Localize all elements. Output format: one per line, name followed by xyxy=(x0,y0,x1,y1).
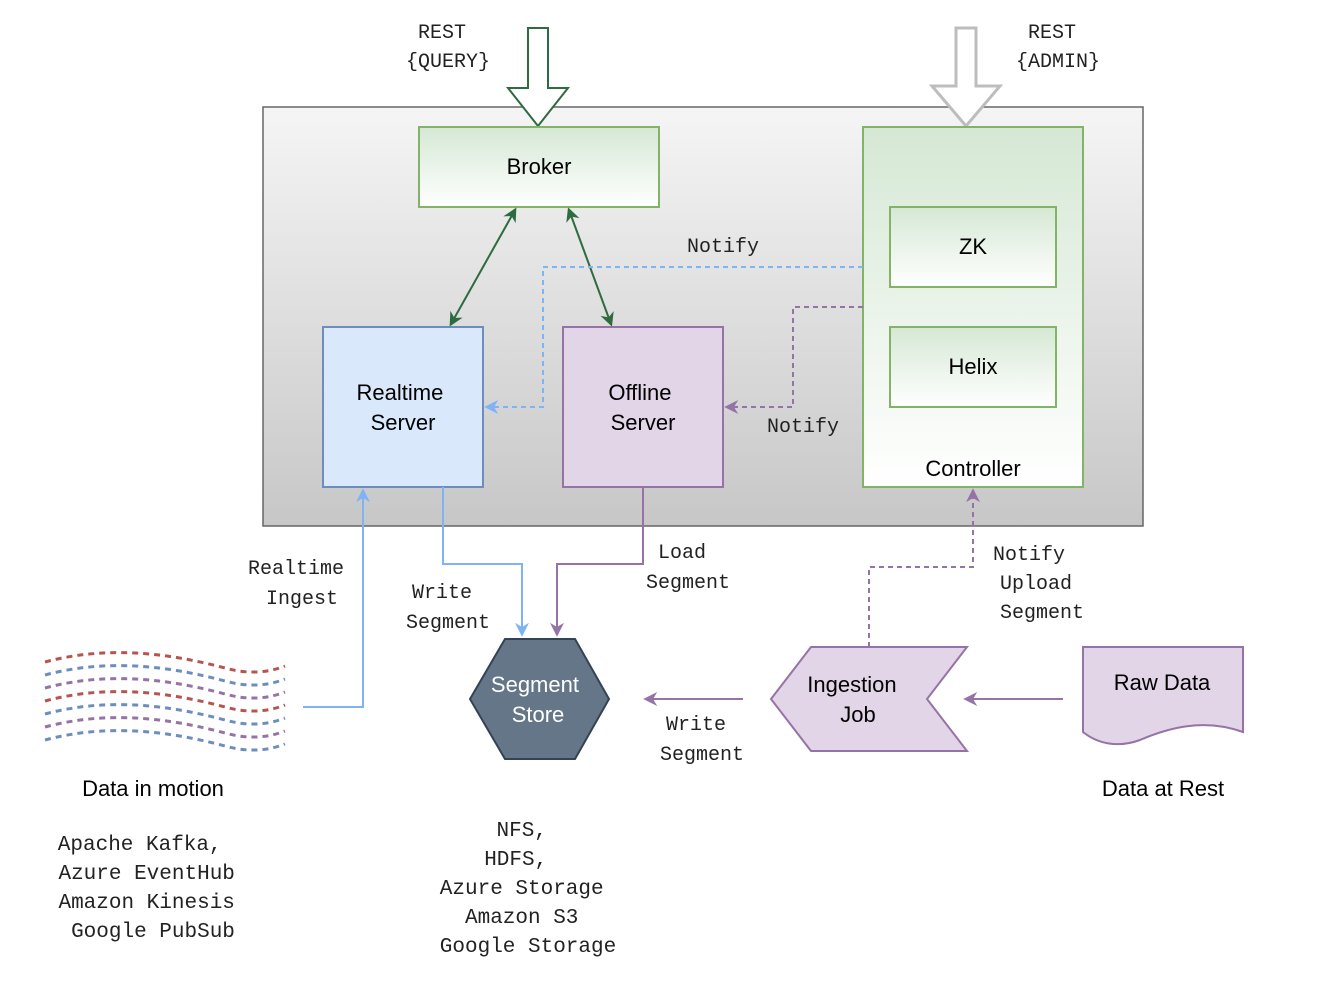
controller-node xyxy=(862,126,1084,488)
realtime-server-label: Realtime Server xyxy=(357,380,450,435)
job-write-segment-label: Write Segment xyxy=(660,714,744,767)
storage-systems-list: NFS, HDFS, Azure Storage Amazon S3 Googl… xyxy=(440,820,616,959)
data-stream-wave xyxy=(44,664,286,687)
segment-store-line: Segment xyxy=(491,672,579,697)
data-in-motion-icon xyxy=(44,651,286,752)
helix-node xyxy=(889,326,1057,408)
realtime-ingest-label: Realtime Ingest xyxy=(248,558,356,611)
realtime-write-segment-line: Write xyxy=(412,582,472,605)
ingestion-job-node xyxy=(769,646,970,752)
job-write-segment-line: Write xyxy=(666,714,726,737)
segment-store-label: Segment Store xyxy=(491,672,585,727)
offline-server-label: Offline Server xyxy=(608,380,677,435)
load-segment-label: Load Segment xyxy=(646,542,730,595)
notify-upload-edge xyxy=(868,488,980,647)
streaming-system-item: Google PubSub xyxy=(71,921,235,944)
broker-node xyxy=(418,126,660,208)
ingestion-job-line: Ingestion xyxy=(807,672,896,697)
segment-store-node xyxy=(468,638,611,760)
ingestion-job-label: Ingestion Job xyxy=(807,672,902,727)
job-write-segment-line: Segment xyxy=(660,744,744,767)
rest-query-label: REST {QUERY} xyxy=(406,22,490,74)
load-segment-edge xyxy=(550,487,644,637)
streaming-system-item: Amazon Kinesis xyxy=(58,892,234,915)
helix-label: Helix xyxy=(949,354,998,379)
notify-offline-edge xyxy=(724,306,863,414)
storage-system-item: NFS, xyxy=(496,820,546,843)
storage-system-item: Azure Storage xyxy=(440,878,604,901)
realtime-write-segment-edge xyxy=(442,487,529,637)
data-in-motion-title: Data in motion xyxy=(82,776,224,801)
data-stream-wave xyxy=(44,716,286,739)
streaming-systems-list: Apache Kafka, Azure EventHub Amazon Kine… xyxy=(58,834,248,944)
raw-data-label: Raw Data xyxy=(1114,670,1211,695)
notify-upload-line: Upload xyxy=(1000,573,1072,596)
data-stream-wave xyxy=(44,690,286,713)
realtime-write-segment-line: Segment xyxy=(406,612,490,635)
offline-server-line: Offline xyxy=(608,380,671,405)
data-stream-wave xyxy=(44,651,286,674)
load-segment-line: Load xyxy=(658,542,706,565)
streaming-system-item: Azure EventHub xyxy=(58,863,234,886)
storage-system-item: Google Storage xyxy=(440,936,616,959)
rest-query-arrow xyxy=(505,27,571,128)
realtime-ingest-line: Realtime xyxy=(248,558,344,581)
zk-label: ZK xyxy=(959,234,987,259)
notify-upload-label: Notify Upload Segment xyxy=(993,544,1084,625)
data-stream-wave xyxy=(44,729,286,752)
rest-admin-line: {ADMIN} xyxy=(1016,51,1100,74)
offline-server-node xyxy=(562,326,724,488)
notify-offline-label: Notify xyxy=(767,416,839,439)
realtime-ingest-edge xyxy=(303,488,370,708)
data-stream-wave xyxy=(44,703,286,726)
load-segment-line: Segment xyxy=(646,572,730,595)
raw-data-node xyxy=(1082,646,1244,746)
notify-upload-line: Notify xyxy=(993,544,1065,567)
realtime-server-node xyxy=(322,326,484,488)
storage-system-item: Amazon S3 xyxy=(465,907,578,930)
notify-upload-line: Segment xyxy=(1000,602,1084,625)
realtime-server-line: Server xyxy=(371,410,436,435)
notify-realtime-label: Notify xyxy=(687,236,759,259)
broker-realtime-edge xyxy=(449,207,517,327)
controller-label: Controller xyxy=(925,456,1020,481)
offline-server-line: Server xyxy=(611,410,676,435)
notify-realtime-edge xyxy=(484,266,863,414)
rest-admin-line: REST xyxy=(1028,22,1076,45)
data-at-rest-title: Data at Rest xyxy=(1102,776,1224,801)
storage-system-item: HDFS, xyxy=(484,849,547,872)
rest-admin-label: REST {ADMIN} xyxy=(1016,22,1100,74)
segment-store-line: Store xyxy=(512,702,565,727)
zk-node xyxy=(889,206,1057,288)
streaming-system-item: Apache Kafka, xyxy=(58,834,222,857)
realtime-server-line: Realtime xyxy=(357,380,444,405)
rest-query-line: REST xyxy=(418,22,466,45)
ingestion-job-line: Job xyxy=(840,702,875,727)
realtime-ingest-line: Ingest xyxy=(266,588,338,611)
broker-label: Broker xyxy=(507,154,572,179)
rest-query-line: {QUERY} xyxy=(406,51,490,74)
rest-admin-arrow xyxy=(928,26,1004,129)
realtime-write-segment-label: Write Segment xyxy=(406,582,490,635)
data-stream-wave xyxy=(44,677,286,700)
